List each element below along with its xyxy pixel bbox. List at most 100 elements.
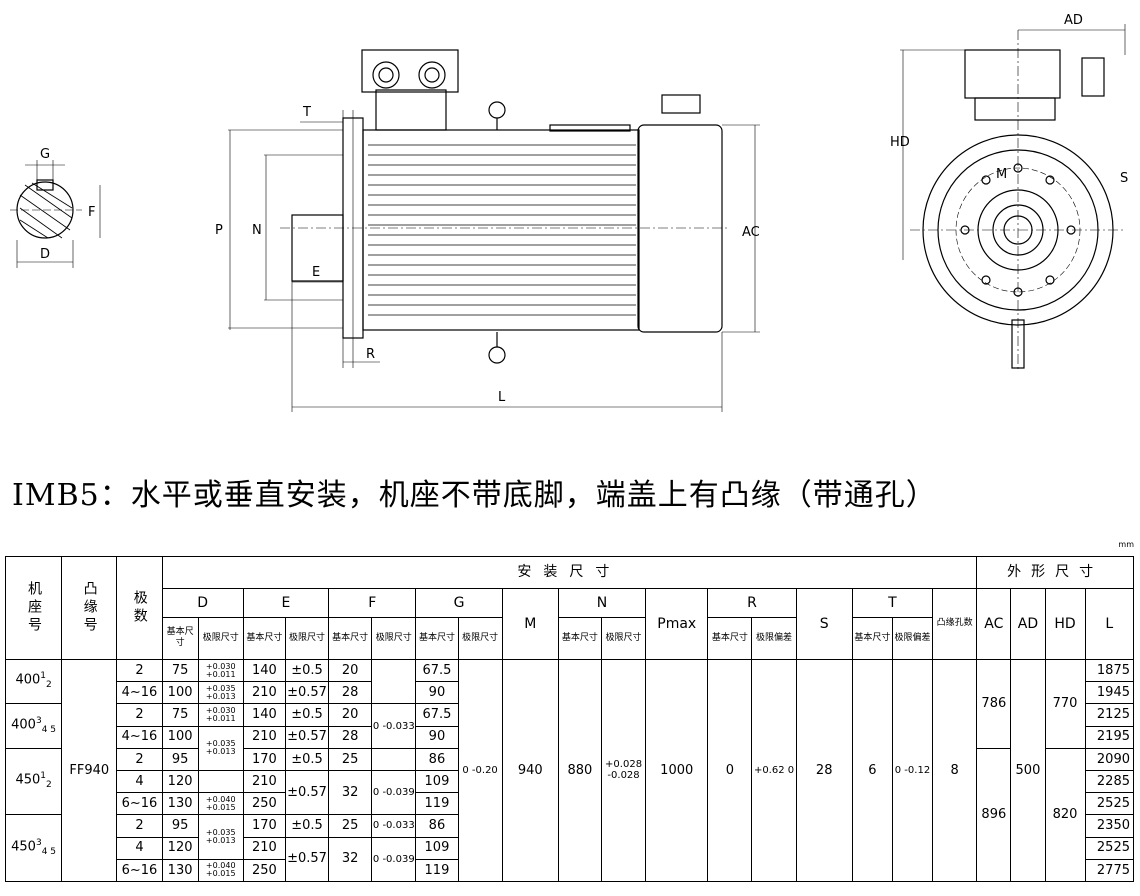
- l-cell: 2285: [1084, 769, 1135, 794]
- header-l: L: [1084, 588, 1135, 660]
- motor-technical-drawing: G F D T P N E R L AC AD HD M S: [10, 13, 1128, 412]
- g-cell: 90: [415, 681, 459, 705]
- d-tol-cell: +0.030 +0.011: [197, 658, 244, 683]
- d-tol-cell: +0.035 +0.013: [197, 681, 244, 705]
- d-cell: 130: [161, 858, 199, 883]
- e-tol-cell: ±0.5: [284, 747, 330, 771]
- d-tol-cell: +0.030 +0.011: [197, 703, 244, 727]
- header-g: G: [415, 588, 503, 618]
- page-title: IMB5：水平或垂直安装，机座不带底脚，端盖上有凸缘（带通孔）: [12, 478, 937, 513]
- d-cell: 120: [161, 769, 199, 794]
- hd-cell: 770: [1044, 658, 1086, 749]
- dimension-table: 机座号 凸缘号 极数 安装尺寸 外形尺寸 D E F G M N Pmax R …: [4, 555, 1135, 883]
- d-cell: 100: [161, 681, 199, 705]
- frame-cell: 40034 5: [4, 703, 63, 749]
- header-holes: 凸缘孔数: [932, 588, 978, 660]
- l-cell: 1945: [1084, 681, 1135, 705]
- f-cell: 32: [328, 769, 373, 816]
- f-cell: 28: [328, 681, 373, 705]
- e-tol-cell: ±0.5: [284, 658, 330, 683]
- sub-basic: 基本尺寸: [851, 616, 893, 660]
- holes-cell: 8: [932, 658, 978, 883]
- n-cell: 880: [557, 658, 602, 883]
- g-cell: 67.5: [415, 658, 459, 683]
- motor-end-view: [900, 24, 1126, 370]
- d-tol-cell: +0.040 +0.015: [197, 858, 244, 883]
- d-cell: 75: [161, 703, 199, 727]
- f-cell: 32: [328, 836, 373, 883]
- f-cell: 20: [328, 703, 373, 727]
- d-cell: 95: [161, 747, 199, 771]
- l-cell: 2525: [1084, 792, 1135, 816]
- e-tol-cell: ±0.5: [284, 703, 330, 727]
- g-cell: 109: [415, 769, 459, 794]
- d-cell: 130: [161, 792, 199, 816]
- poles-cell: 2: [116, 658, 163, 683]
- f-cell: 28: [328, 725, 373, 749]
- l-cell: 2195: [1084, 725, 1135, 749]
- f-tol-cell: 0 -0.033: [371, 703, 417, 749]
- f-cell: 20: [328, 658, 373, 683]
- header-s: S: [795, 588, 853, 660]
- sub-basic: 基本尺寸: [161, 616, 199, 660]
- header-flange: 凸缘号: [61, 556, 118, 660]
- sub-limit: 极限尺寸: [197, 616, 244, 660]
- l-cell: 2125: [1084, 703, 1135, 727]
- d-tol-cell: +0.035 +0.013: [197, 814, 244, 860]
- dim-label-r: R: [366, 347, 375, 362]
- e-cell: 140: [242, 658, 286, 683]
- dim-label-ad: AD: [1064, 13, 1083, 28]
- f-cell: 25: [328, 747, 373, 771]
- poles-cell: 4~16: [116, 681, 163, 705]
- d-cell: 95: [161, 814, 199, 838]
- e-tol-cell: ±0.57: [284, 725, 330, 749]
- t-cell: 6: [851, 658, 893, 883]
- header-n: N: [557, 588, 647, 618]
- e-tol-cell: ±0.57: [284, 836, 330, 883]
- dim-label-m: M: [996, 167, 1007, 182]
- d-cell: 100: [161, 725, 199, 749]
- g-cell: 119: [415, 792, 459, 816]
- l-cell: 2775: [1084, 858, 1135, 883]
- r-cell: 0: [707, 658, 753, 883]
- header-poles: 极数: [116, 556, 163, 660]
- e-cell: 210: [242, 769, 286, 794]
- g-cell: 90: [415, 725, 459, 749]
- g-cell: 86: [415, 747, 459, 771]
- e-cell: 140: [242, 703, 286, 727]
- header-f: F: [328, 588, 417, 618]
- f-tol-cell: 0 -0.033: [371, 814, 417, 838]
- hd-cell: 820: [1044, 747, 1086, 883]
- e-cell: 210: [242, 725, 286, 749]
- header-r: R: [707, 588, 797, 618]
- frame-cell: 40012: [4, 658, 63, 705]
- dim-label-t: T: [302, 105, 311, 120]
- g-tol-cell: 0 -0.20: [457, 658, 503, 883]
- sub-basic: 基本尺寸: [415, 616, 459, 660]
- sub-basic: 基本尺寸: [328, 616, 373, 660]
- motor-side-view: [228, 49, 760, 412]
- e-cell: 250: [242, 792, 286, 816]
- g-cell: 67.5: [415, 703, 459, 727]
- poles-cell: 4~16: [116, 725, 163, 749]
- e-cell: 170: [242, 747, 286, 771]
- d-tol-cell: [197, 769, 244, 794]
- dim-label-s: S: [1120, 171, 1128, 186]
- d-tol-cell: +0.040 +0.015: [197, 792, 244, 816]
- header-outline: 外形尺寸: [976, 555, 1134, 590]
- ad-cell: 500: [1010, 658, 1046, 883]
- sub-dev: 极限偏差: [891, 616, 934, 660]
- sub-basic: 基本尺寸: [242, 616, 286, 660]
- header-install: 安装尺寸: [161, 555, 978, 590]
- poles-cell: 2: [116, 814, 163, 838]
- l-cell: 2090: [1084, 747, 1135, 771]
- d-cell: 75: [161, 658, 199, 683]
- e-tol-cell: ±0.57: [284, 769, 330, 816]
- t-tol-cell: 0 -0.12: [891, 658, 934, 883]
- sub-limit: 极限尺寸: [371, 616, 417, 660]
- dim-label-p: P: [215, 223, 223, 238]
- dim-label-g: G: [40, 147, 50, 162]
- poles-cell: 4: [116, 769, 163, 794]
- header-ad: AD: [1010, 588, 1046, 660]
- poles-cell: 2: [116, 703, 163, 727]
